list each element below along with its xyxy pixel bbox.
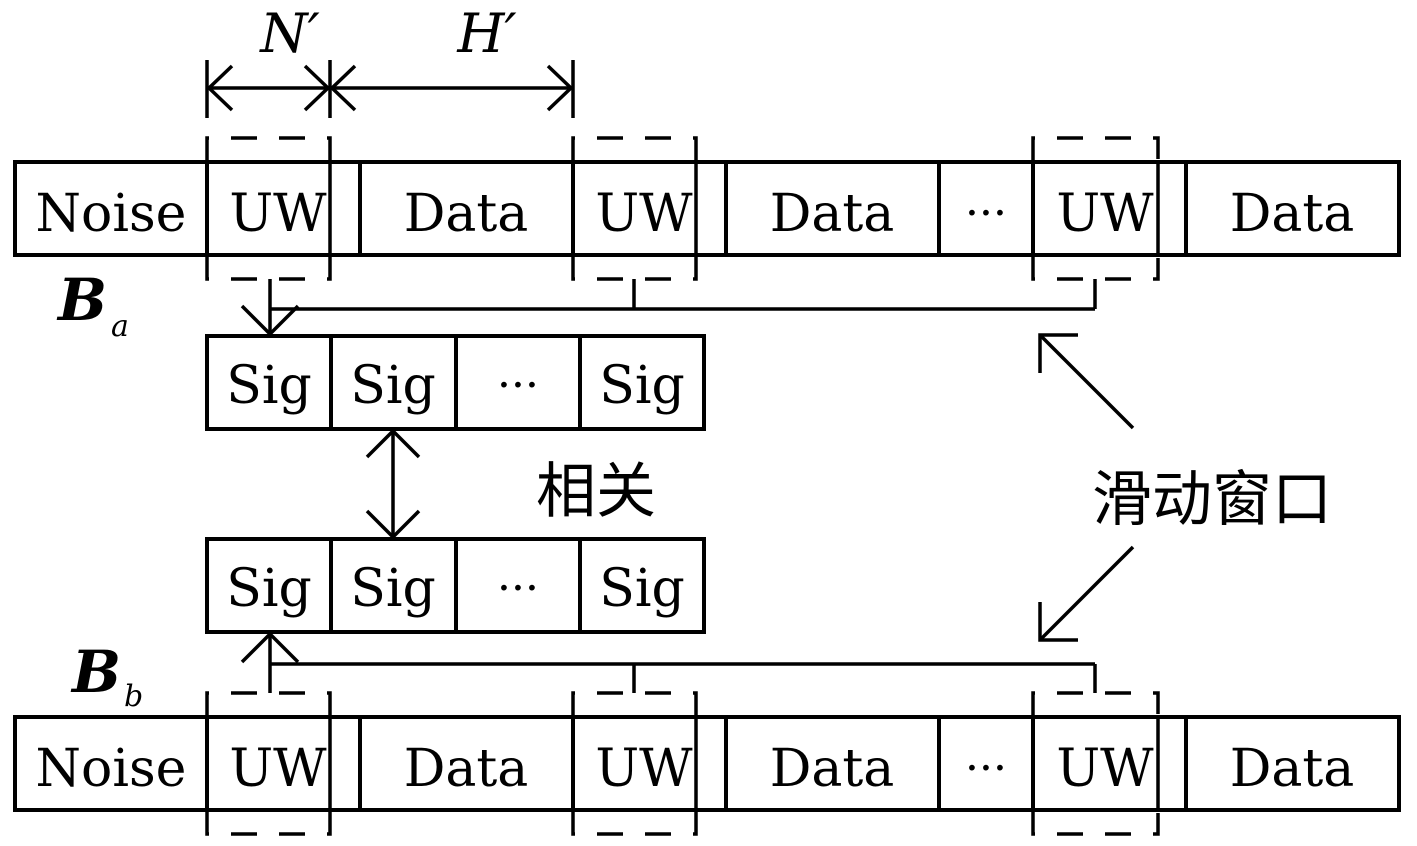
sig-a-cell [454, 334, 582, 431]
sig-b-cell [205, 537, 333, 634]
frame-b-cell-text: UW [229, 739, 327, 799]
frame-b-window-bracket [205, 691, 332, 836]
sig-a-text: Sig [599, 356, 685, 416]
frame-a-uw-cell [205, 160, 362, 257]
frame-a-label-subscript: a [111, 309, 129, 344]
sig-b-cell [454, 537, 582, 634]
frame-b-label-subscript: b [124, 679, 143, 714]
frame-a-label: B [56, 266, 107, 334]
sig-b-text: Sig [226, 559, 312, 619]
frame-a-window-bracket [205, 136, 332, 281]
dimension-markers: N′ H′ [205, 2, 575, 118]
frame-a-cell-text: UW [595, 184, 693, 244]
frame-b-connector [240, 631, 1097, 693]
frame-b-data-cell [358, 715, 575, 812]
sig-a-text: Sig [226, 356, 312, 416]
frame-b-window-bracket [1031, 691, 1160, 836]
frame-a-cell-text: Data [1230, 184, 1355, 244]
frame-a-cell-text: Noise [36, 184, 187, 244]
sig-b-text: Sig [350, 559, 436, 619]
frame-b-cell-text: UW [1056, 739, 1154, 799]
sig-a-cell [578, 334, 706, 431]
frame-b-noise-cell [13, 715, 209, 812]
frame-b-cell-text: ··· [965, 743, 1007, 794]
frame-a-uw-cell [571, 160, 728, 257]
frame-a-cell-text: UW [1056, 184, 1154, 244]
frame-b-cell-text: Noise [36, 739, 187, 799]
sig-row-a: Sig Sig ··· Sig [205, 334, 706, 431]
frame-a-cell-text: Data [770, 184, 895, 244]
frame-b-cell-text: Data [404, 739, 529, 799]
frame-b-cell-text: Data [1230, 739, 1355, 799]
sig-a-text: ··· [497, 360, 539, 411]
frame-a-window-bracket [1031, 136, 1160, 281]
frame-a-cell-text: ··· [965, 188, 1007, 239]
n-prime-label: N′ [258, 2, 320, 65]
correlation-label: 相关 [536, 457, 656, 527]
frame-a-connector [240, 279, 1097, 337]
sig-row-b: Sig Sig ··· Sig [205, 537, 706, 634]
correlation-arrow [365, 428, 421, 540]
frame-a-noise-cell [13, 160, 209, 257]
frame-b-data-cell [1184, 715, 1401, 812]
frame-a: Noise UW Data UW Data ··· UW Data B a [13, 136, 1401, 344]
frame-b-cell-text: UW [595, 739, 693, 799]
sig-b-text: Sig [599, 559, 685, 619]
frame-b-data-cell [724, 715, 941, 812]
frame-a-data-cell [358, 160, 575, 257]
frame-b-uw-cell [1031, 715, 1188, 812]
sig-a-cell [205, 334, 333, 431]
sig-b-text: ··· [497, 563, 539, 614]
h-prime-label: H′ [456, 2, 516, 65]
frame-b-uw-cell [205, 715, 362, 812]
sliding-window-arrows [1038, 333, 1135, 642]
frame-a-ellipsis-cell [937, 160, 1035, 257]
sliding-window-label: 滑动窗口 [1092, 465, 1332, 535]
frame-a-cell-text: Data [404, 184, 529, 244]
sig-b-cell [578, 537, 706, 634]
frame-a-data-cell [1184, 160, 1401, 257]
sig-a-text: Sig [350, 356, 436, 416]
frame-b: B b Noise UW Data UW Data ··· UW Data [13, 638, 1401, 836]
sig-b-cell [329, 537, 458, 634]
frame-b-cell-text: Data [770, 739, 895, 799]
frame-b-window-bracket [571, 691, 698, 836]
frame-b-label: B [70, 638, 121, 706]
frame-a-cell-text: UW [229, 184, 327, 244]
frame-b-uw-cell [571, 715, 728, 812]
frame-a-window-bracket [571, 136, 698, 281]
